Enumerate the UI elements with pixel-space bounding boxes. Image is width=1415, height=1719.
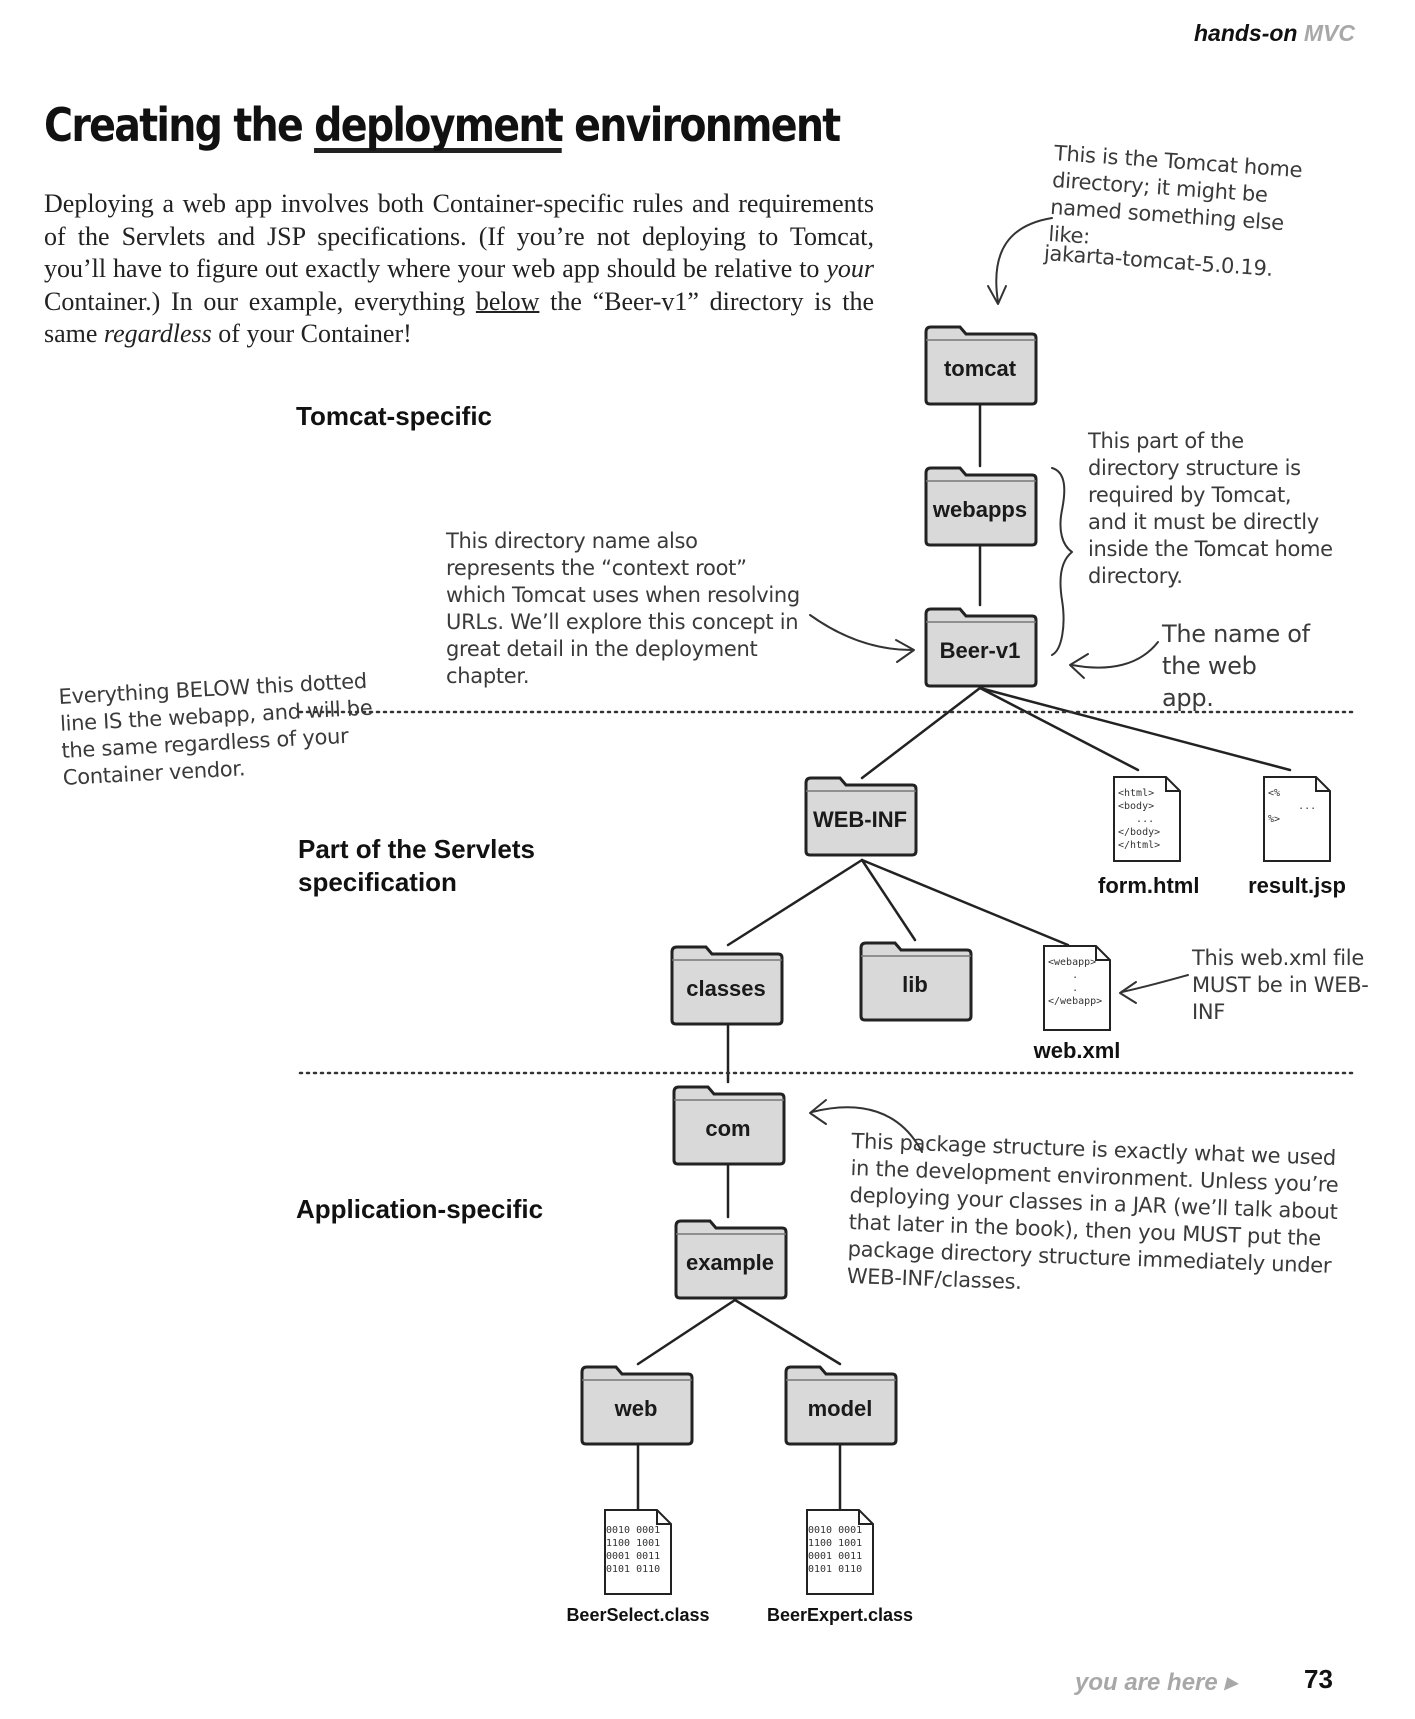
- note-web-app-name: The name of the web app.: [1162, 620, 1310, 712]
- arrow-web-app-name: [1071, 641, 1159, 669]
- section-servlets-spec-line2: specification: [298, 867, 457, 897]
- folder-icon: [804, 776, 918, 857]
- file-web-xml-code: <webapp> . . </webapp>: [1048, 957, 1103, 1007]
- folder-web-inf: WEB-INF: [802, 773, 918, 857]
- folder-model: model: [782, 1362, 898, 1446]
- folder-icon: [859, 941, 973, 1022]
- document-icon: [1113, 776, 1181, 862]
- note-package-structure: This package structure is exactly what w…: [846, 1128, 1339, 1295]
- file-result-jsp: <% ... %>: [1262, 775, 1332, 863]
- edge-example-web: [636, 1298, 737, 1366]
- folder-tomcat: tomcat: [922, 322, 1038, 406]
- folder-webapps: webapps: [922, 463, 1038, 547]
- edge-webinf-lib: [860, 858, 917, 942]
- folder-web: web: [578, 1362, 694, 1446]
- intro-underlined-below: below: [475, 286, 540, 316]
- title-after: environment: [562, 98, 841, 152]
- file-result-jsp-code: <% ... %>: [1268, 788, 1317, 825]
- footer-you-are-here: you are here ▸: [1075, 1669, 1237, 1696]
- file-name-result-jsp: result.jsp: [1248, 873, 1346, 898]
- file-beer-expert-class: 0010 0001 1100 1001 0001 0011 0101 0110: [805, 1508, 875, 1596]
- note-web-xml: This web.xml file MUST be in WEB-INF: [1192, 946, 1369, 1024]
- running-head-main: hands-on: [1193, 20, 1298, 46]
- arrowhead-package-structure: [809, 1099, 827, 1125]
- file-beer-select-code: 0010 0001 1100 1001 0001 0011 0101 0110: [606, 1525, 661, 1575]
- folder-label-lib: lib: [902, 972, 928, 997]
- edge-webinf-webxml: [860, 858, 1070, 947]
- arrowhead-web-app-name: [1069, 653, 1089, 679]
- folder-com: com: [670, 1082, 786, 1166]
- running-head-accent: MVC: [1303, 20, 1355, 46]
- file-web-xml: <webapp> . . </webapp>: [1042, 944, 1112, 1032]
- folder-label-webapps: webapps: [932, 497, 1028, 522]
- intro-emph-your: your: [826, 254, 874, 283]
- intro-emph-regardless: regardless: [103, 319, 212, 348]
- intro-part3: the “Beer-v1” directory is the same: [44, 286, 874, 349]
- intro-part4: of your Container!: [211, 319, 412, 348]
- file-beer-select-class: 0010 0001 1100 1001 0001 0011 0101 0110: [603, 1508, 673, 1596]
- folder-label-web: web: [614, 1396, 658, 1421]
- intro-part2: Container.) In our example, everything: [44, 286, 476, 316]
- folder-label-tomcat: tomcat: [943, 356, 1017, 381]
- document-icon: [1263, 776, 1331, 862]
- running-head: hands-on MVC: [1194, 20, 1355, 47]
- page-title: Creating the deployment environment: [44, 98, 841, 153]
- note-context-root: This directory name also represents the …: [446, 529, 800, 688]
- folder-classes: classes: [668, 942, 784, 1026]
- arrow-tomcat-home: [995, 217, 1053, 303]
- title-underlined: deployment: [314, 98, 564, 153]
- folder-icon: [924, 325, 1038, 406]
- file-name-form-html: form.html: [1098, 873, 1200, 898]
- arrowhead-context-root: [895, 639, 915, 663]
- arrow-web-xml: [1121, 974, 1189, 993]
- folder-lib: lib: [857, 938, 973, 1022]
- note-below-dotted-line: Everything BELOW this dotted line IS the…: [58, 668, 374, 790]
- document-icon: [806, 1509, 874, 1595]
- folder-icon: [784, 1365, 898, 1446]
- arrow-context-root: [809, 614, 913, 651]
- folder-icon: [672, 1085, 786, 1166]
- file-name-beer-expert: BeerExpert.class: [766, 1605, 914, 1625]
- file-form-html: <html> <body> ... </body> </html>: [1112, 775, 1182, 863]
- edge-beer-result: [978, 686, 1292, 772]
- folder-label-classes: classes: [686, 976, 766, 1001]
- arrowhead-web-xml: [1119, 981, 1137, 1004]
- edge-beer-form: [978, 686, 1140, 772]
- section-application-specific: Application-specific: [296, 1194, 544, 1224]
- file-beer-expert-code: 0010 0001 1100 1001 0001 0011 0101 0110: [808, 1525, 863, 1575]
- folder-icon: [674, 1219, 788, 1300]
- document-icon: [604, 1509, 672, 1595]
- folder-icon: [924, 466, 1038, 547]
- folder-icon: [580, 1365, 694, 1446]
- intro-paragraph: Deploying a web app involves both Contai…: [44, 188, 874, 351]
- folder-icon: [924, 607, 1038, 688]
- folder-example: example: [672, 1216, 788, 1300]
- folder-label-example: example: [685, 1250, 775, 1275]
- folder-label-model: model: [807, 1396, 873, 1421]
- file-form-html-code: <html> <body> ... </body> </html>: [1118, 788, 1161, 851]
- folder-label-beer-v1: Beer-v1: [939, 638, 1021, 663]
- edge-example-model: [733, 1298, 842, 1366]
- edge-webinf-classes: [726, 858, 864, 947]
- arrow-package-structure: [811, 1106, 923, 1153]
- section-tomcat-specific: Tomcat-specific: [296, 401, 493, 431]
- brace-required-by-tomcat: [1051, 467, 1073, 656]
- note-required-by-tomcat: This part of the directory structure is …: [1088, 429, 1333, 588]
- title-before: Creating the: [44, 98, 315, 152]
- intro-part1: Deploying a web app involves both Contai…: [44, 189, 874, 283]
- arrowhead-tomcat-home: [987, 285, 1007, 305]
- page-number: 73: [1304, 1664, 1333, 1694]
- section-servlets-spec-line1: Part of the Servlets: [298, 834, 535, 864]
- folder-icon: [670, 945, 784, 1026]
- document-icon: [1043, 945, 1111, 1031]
- folder-beer-v1: Beer-v1: [922, 604, 1038, 688]
- file-name-beer-select: BeerSelect.class: [566, 1605, 710, 1625]
- folder-label-com: com: [705, 1116, 751, 1141]
- edge-beer-webinf: [860, 686, 982, 780]
- folder-label-web-inf: WEB-INF: [812, 807, 908, 832]
- file-name-web-xml: web.xml: [1033, 1038, 1121, 1063]
